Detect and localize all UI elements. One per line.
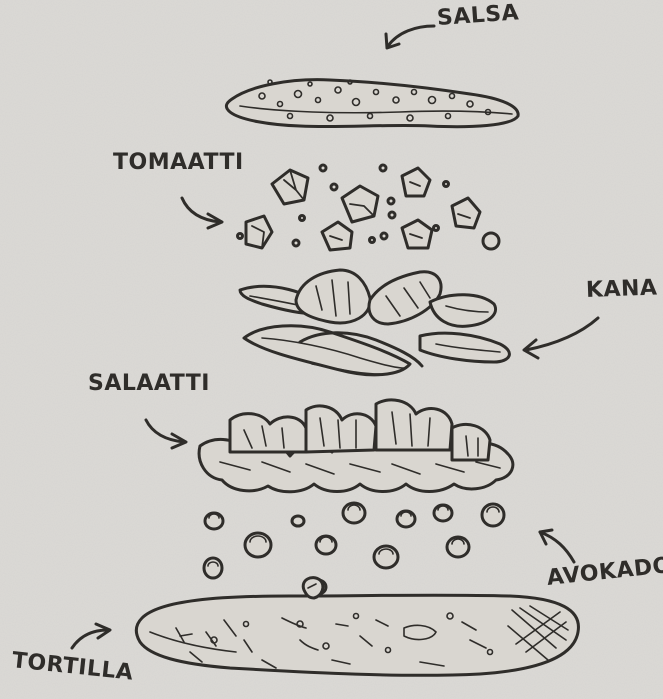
label-tomaatti: TOMAATTI <box>113 150 244 175</box>
label-kana: KANA <box>586 276 658 303</box>
avocado-piece-on-tortilla <box>303 578 323 598</box>
label-salaatti: SALAATTI <box>88 371 210 396</box>
